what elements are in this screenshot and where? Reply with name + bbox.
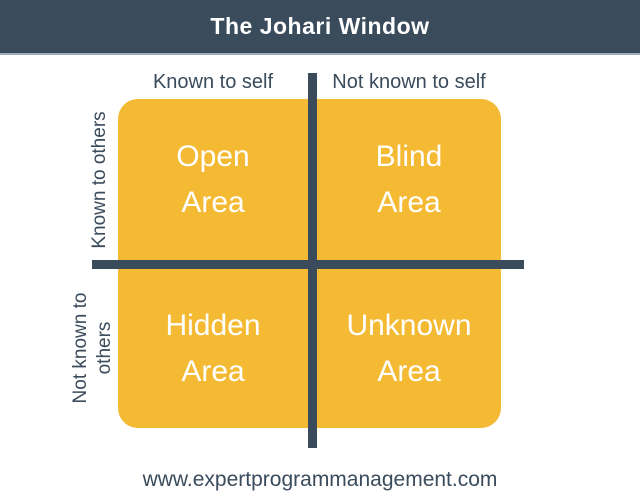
quadrant-label-line: Blind [375, 139, 443, 173]
quadrant-unknown-area: Unknown Area [317, 269, 501, 428]
quadrant-open-area: Open Area [118, 99, 308, 260]
quadrant-label-line: Area [181, 354, 245, 388]
page-title: The Johari Window [210, 13, 430, 39]
quadrant-blind-area: Blind Area [317, 99, 501, 260]
quadrant-hidden-area: Hidden Area [118, 269, 308, 428]
quadrant-label-line: Area [181, 185, 245, 219]
quadrant-label-line: Area [377, 354, 441, 388]
row-label-known-to-others: Known to others [80, 100, 120, 260]
column-label-not-known-to-self: Not known to self [332, 70, 486, 93]
quadrant-label-line: Unknown [346, 308, 472, 342]
footer-url: www.expertprogrammanagement.com [142, 468, 498, 491]
row-label-not-known-to-others: Not known to others [67, 278, 119, 418]
column-label-known-to-self: Known to self [152, 70, 274, 93]
quadrant-label-line: Open [176, 139, 250, 173]
row-label-line: Not known to [70, 292, 91, 404]
grid-divider-horizontal [92, 260, 524, 269]
quadrant-label-line: Area [377, 185, 441, 219]
quadrant-label-line: Hidden [165, 308, 261, 342]
row-label-line: Known to others [89, 111, 110, 249]
row-label-line: others [94, 321, 115, 375]
header-bar: The Johari Window [0, 0, 640, 55]
